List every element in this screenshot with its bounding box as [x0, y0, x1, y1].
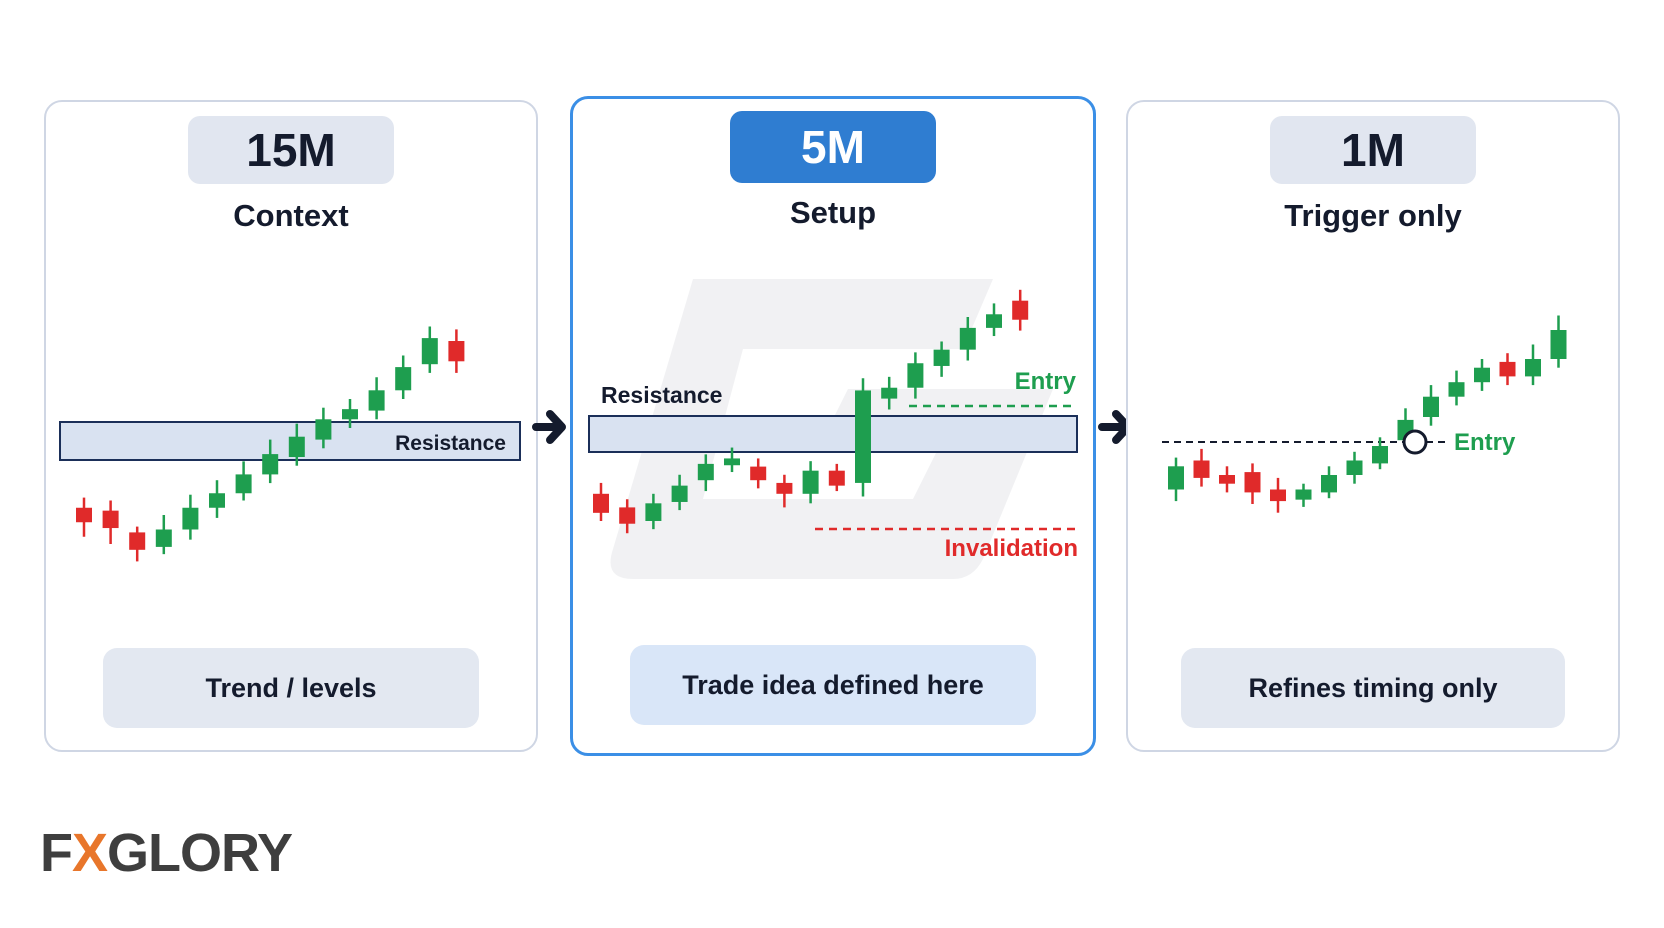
- bearish-candle: [1219, 475, 1235, 484]
- bearish-candle: [828, 470, 845, 486]
- footer-trade-idea: Trade idea defined here: [630, 645, 1036, 725]
- bearish-candle: [448, 341, 465, 362]
- bullish-candle: [907, 363, 924, 388]
- footer-refines-timing: Refines timing only: [1181, 648, 1565, 728]
- panel-subtitle-trigger: Trigger only: [1284, 198, 1462, 233]
- bearish-candle: [1499, 361, 1516, 377]
- invalidation-label: Invalidation: [945, 535, 1078, 562]
- bullish-candle: [1550, 330, 1567, 359]
- bullish-candle: [959, 327, 976, 350]
- bearish-candle: [102, 510, 119, 529]
- bullish-candle: [1448, 382, 1465, 397]
- arrow-right-icon: [532, 410, 566, 444]
- bullish-candle: [421, 338, 438, 365]
- bullish-candle: [182, 507, 199, 530]
- candlestick-chart-5m: Resistance Entry Invalidation: [588, 289, 1078, 562]
- bullish-candle: [1295, 489, 1312, 500]
- resistance-zone: [588, 415, 1078, 453]
- bullish-candle: [855, 390, 871, 483]
- bullish-candle: [235, 474, 252, 494]
- panel-15m: 15M Context Resistance Trend / levels: [44, 100, 538, 752]
- bullish-candle: [1346, 460, 1363, 475]
- bullish-candle: [262, 454, 279, 475]
- bearish-candle: [593, 493, 609, 513]
- entry-label: Entry: [1454, 429, 1516, 456]
- bullish-candle: [342, 409, 358, 420]
- bullish-candle: [368, 390, 385, 411]
- bullish-candle: [209, 493, 225, 508]
- candlestick-chart-1m: Entry: [1162, 315, 1567, 513]
- panel-subtitle-context: Context: [233, 198, 349, 233]
- bearish-candle: [76, 507, 92, 523]
- bearish-candle: [1193, 460, 1210, 478]
- bullish-candle: [986, 314, 1002, 328]
- bearish-candle: [619, 507, 636, 524]
- bearish-candle: [750, 466, 767, 481]
- timeframe-badge-15m: 15M: [188, 116, 394, 184]
- bearish-candle: [776, 482, 793, 494]
- resistance-label: Resistance: [601, 382, 722, 408]
- bullish-candle: [802, 470, 819, 494]
- bullish-candle: [1423, 396, 1439, 417]
- bullish-candle: [315, 419, 332, 440]
- resistance-label: Resistance: [395, 432, 506, 455]
- fxglory-logo: FXGLORY: [40, 823, 293, 883]
- bearish-candle: [1012, 300, 1029, 320]
- panel-subtitle-setup: Setup: [789, 195, 877, 230]
- entry-point-marker: [1402, 429, 1428, 455]
- bearish-candle: [129, 532, 146, 550]
- entry-label: Entry: [1015, 368, 1077, 395]
- bearish-candle: [1244, 472, 1261, 493]
- bullish-candle: [288, 436, 305, 457]
- bullish-candle: [697, 463, 714, 481]
- bullish-candle: [724, 458, 740, 466]
- bullish-candle: [1372, 446, 1388, 464]
- bearish-candle: [1270, 489, 1286, 502]
- candlestick-chart-15m: Resistance: [59, 326, 521, 562]
- bullish-candle: [395, 367, 412, 391]
- panel-5m: 5M Setup Resistance Entry Invalidation T…: [570, 96, 1096, 756]
- panel-1m: 1M Trigger only Entry Refines timing onl…: [1126, 100, 1620, 752]
- bullish-candle: [1168, 466, 1184, 490]
- bullish-candle: [933, 349, 950, 366]
- timeframe-badge-5m: 5M: [730, 111, 936, 183]
- bullish-candle: [881, 387, 898, 399]
- bullish-candle: [1525, 359, 1541, 377]
- bullish-candle: [645, 503, 662, 521]
- bullish-candle: [1474, 367, 1490, 383]
- bullish-candle: [155, 529, 172, 547]
- timeframe-badge-1m: 1M: [1270, 116, 1476, 184]
- footer-trend-levels: Trend / levels: [103, 648, 479, 728]
- bullish-candle: [671, 485, 688, 502]
- bullish-candle: [1321, 475, 1337, 493]
